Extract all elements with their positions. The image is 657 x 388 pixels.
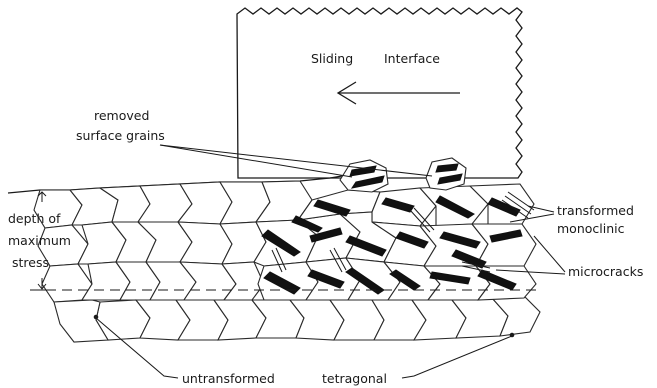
tetragonal-leader bbox=[402, 336, 512, 378]
stress-label: stress bbox=[12, 255, 49, 270]
maximum-label: maximum bbox=[8, 233, 71, 248]
monoclinic-label: monoclinic bbox=[557, 221, 625, 236]
interface-label: Interface bbox=[384, 51, 440, 66]
sliding-label: Sliding bbox=[311, 51, 353, 66]
untransformed-label: untransformed bbox=[182, 371, 275, 386]
microcracks-leader-1 bbox=[534, 236, 565, 272]
untransformed-grain-dot bbox=[94, 315, 99, 320]
removed-grains-leader-2 bbox=[160, 145, 432, 176]
removed-grains-leader-1 bbox=[160, 145, 352, 177]
depth-of-label: depth of bbox=[8, 211, 61, 226]
removed-label: removed bbox=[94, 108, 149, 123]
transformed-label: transformed bbox=[557, 203, 634, 218]
sliding-direction-arrow bbox=[338, 82, 460, 104]
tetragonal-label: tetragonal bbox=[322, 371, 387, 386]
surface-grains-label: surface grains bbox=[76, 128, 165, 143]
tetragonal-grain-dot bbox=[510, 333, 515, 338]
microcracks-label: microcracks bbox=[568, 264, 643, 279]
